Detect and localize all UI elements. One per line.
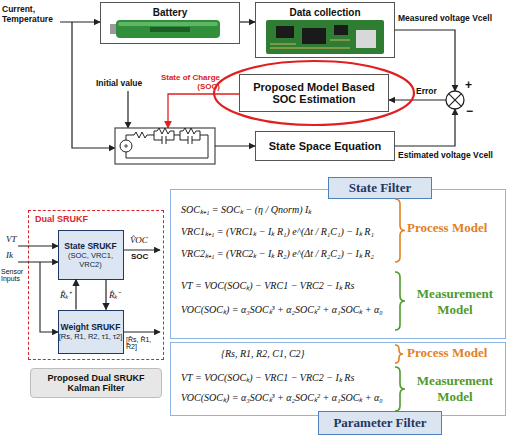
connector-arrow [75,280,76,310]
sensor-wire [18,261,58,262]
state-space-box: State Space Equation [255,131,395,161]
sensor-wire [40,262,58,332]
model-label: Measurement Model [407,286,503,318]
signal-name: [R̂s, R̂1, R̂2] [126,336,164,350]
voltage-source-sign [124,144,128,148]
signal-label: State of Charge (SOC) [150,73,220,91]
box-text: State Space Equation [269,140,381,152]
box-text: Battery [153,7,187,18]
capacitor-symbol [154,136,174,144]
signal-name: V̂OC [130,235,148,245]
resistor-symbol [134,132,148,138]
battery-box: Battery [100,2,240,44]
box-text: [Rs, R1, R2, τ1, τ2] [59,332,122,341]
box-text: Proposed Model Based SOC Estimation [248,81,380,105]
weight-srukf-box: Weight SRUKF[Rs, R1, R2, τ1, τ2] [58,310,124,354]
equation-text: VT = VOC(SOCₖ) − VRC1 − VRC2 − Iₖ Rs [181,370,354,384]
circuit-output-wire [215,145,255,146]
input-wire [60,21,100,22]
equation-text: VT = VOC(SOCₖ) − VRC1 − VRC2 − Iₖ Rs [181,278,354,292]
highlight-ellipse [214,61,414,125]
edge-label: R̂ₖ⁻ [109,288,121,301]
signal-name: SOC [131,252,148,261]
voltage-source-symbol [120,140,132,152]
state-srukf-box: State SRUKF(SOC, VRC1, VRC2) [58,230,124,280]
box-text: Parameter Filter [333,415,426,431]
signal-wire [395,30,455,91]
input-label: Sensor Inputs [1,268,28,282]
sensor-wire [18,245,58,246]
filter-header: State Filter [328,177,432,199]
resistor-symbol [154,128,174,134]
output-wire [124,331,160,332]
soc-wire [168,94,239,128]
filter-header: Parameter Filter [318,411,442,435]
state-filter-box: SOCₖ₊₁ = SOCₖ − (η / Qnorm) Iₖ VRC1ₖ₊₁ = … [170,189,506,339]
initial-wire [127,91,128,128]
equation-text: {Rs, R1, R2, C1, C2} [221,348,305,359]
caption-box: Proposed Dual SRUKF Kalman Filter [30,368,162,398]
resistor-symbol [180,128,200,134]
box-text: Proposed Dual SRUKF Kalman Filter [37,373,155,393]
model-label: Process Model [407,220,503,236]
error-wire [389,99,446,100]
model-label: Process Model [407,345,503,361]
signal-label: Error [416,86,437,96]
box-text: Weight SRUKF [61,322,121,332]
signal-label: Initial value [96,78,142,88]
box-text: State SRUKF [64,241,116,251]
connector-arrow [105,280,106,310]
estimation-box: Proposed Model Based SOC Estimation [239,74,389,112]
group-title: Dual SRUKF [35,214,88,224]
equation-text: VRC1ₖ₊₁ = (VRC1ₖ − Iₖ R₁) e^(Δt / R₁C₁) … [181,224,374,238]
connector-arrow [240,21,255,22]
sum-sign: − [466,104,473,118]
box-text: State Filter [349,180,411,196]
edge-label: R̂ₖ⁺ [60,288,72,301]
circuit-box [115,128,215,164]
equation-text: VOC(SOCₖ) = α₃SOCₖ³ + α₂SOCₖ² + α₁SOCₖ +… [181,390,383,404]
model-label: Measurement Model [407,373,503,405]
equation-text: SOCₖ₊₁ = SOCₖ − (η / Qnorm) Iₖ [181,202,311,216]
signal-wire [395,109,455,146]
data-collection-box: Data collection [255,2,395,58]
equation-text: VRC2ₖ₊₁ = (VRC2ₖ − Iₖ R₂) e^(Δt / R₂C₂) … [181,246,374,260]
equation-text: VOC(SOCₖ) = α₃SOCₖ³ + α₂SOCₖ² + α₁SOCₖ +… [181,302,383,316]
signal-label: Estimated voltage Vcell [398,150,493,160]
circuit-wire [126,131,208,158]
signal-label: Measured voltage Vcell [398,13,492,23]
capacitor-symbol [180,136,200,144]
box-text: Data collection [289,7,360,18]
signal-name: VT [6,234,17,244]
box-text: (SOC, VRC1, VRC2) [59,251,123,269]
sum-sign: + [465,78,472,92]
signal-name: Ik [6,250,13,260]
summing-cross [449,94,462,107]
parameter-filter-box: {Rs, R1, R2, C1, C2} Process Model VT = VO… [170,342,506,416]
output-wire [124,249,160,250]
summing-junction [446,91,464,109]
input-label: Current, Temperature [2,4,60,24]
